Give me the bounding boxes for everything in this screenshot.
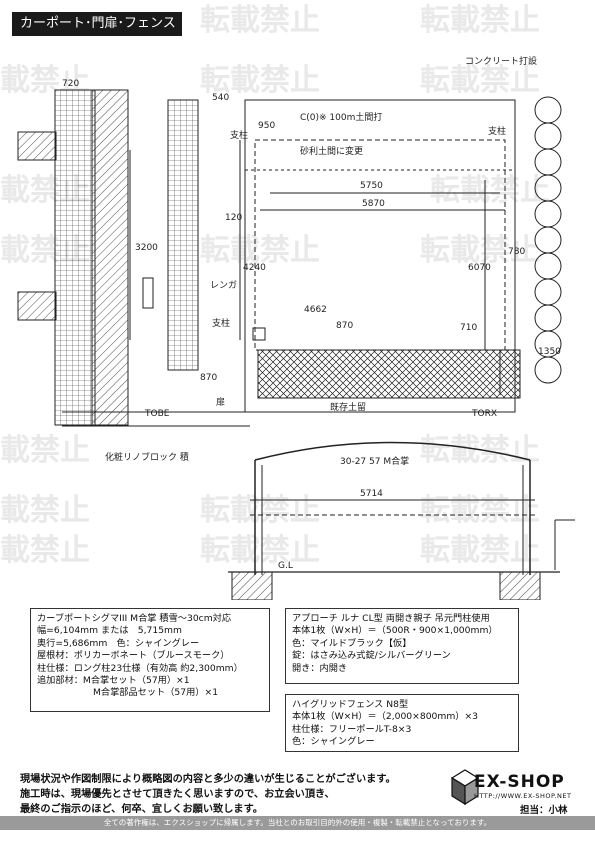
dim-4662: 4662 [304, 305, 327, 315]
dim-870-b: 870 [200, 373, 217, 383]
gate-post [142, 277, 154, 309]
label-existing-earth: 既存土留 [330, 401, 366, 413]
dim-side-top: 30-27 57 M合掌 [340, 455, 409, 467]
center-pole-block [167, 99, 199, 371]
label-support-lower: 支柱 [212, 317, 230, 329]
approach-spec-line: 色：マイルドブラック【仮】 [292, 637, 412, 649]
page-title: カーポート･門扉･フェンス [12, 12, 182, 36]
label-gl: G.L [278, 561, 293, 571]
left-block-wall [54, 89, 96, 426]
dim-1350: 1350 [538, 347, 561, 357]
label-gate: 扉 [216, 396, 225, 408]
brand-url: HTTP://WWW.EX-SHOP.NET [474, 792, 572, 800]
notice-line: 現場状況や作図制限により概略図の内容と多少の違いが生じることがございます。 [20, 774, 396, 785]
carport-spec-line: 幅=6,104mm または 5,715mm [37, 625, 182, 637]
label-brick: レンガ [210, 280, 237, 291]
carport-spec-line: 奥行=5,686mm 色：シャイングレー [37, 637, 200, 649]
fence-spec-box: ハイグリッドフェンス N8型 本体1枚（W×H）＝（2,000×800mm）×3… [285, 694, 519, 752]
fence-spec-line: 柱仕様：フリーポールT-8×3 [292, 723, 412, 735]
dim-4240: 4240 [243, 263, 266, 273]
fence-elevation [554, 519, 575, 570]
notice-line: 最終のご指示のほど、何卒、宜しくお願い致します。 [20, 804, 263, 815]
site-plan-drawing: コンクリート打設 C(0)※ 100m土間打 砂利土間に変更 支柱 支柱 レンガ… [17, 55, 575, 600]
copyright-footer: 全ての著作権は、エクスショップに帰属します。当社とのお取引目的外の使用・複製・転… [0, 816, 595, 830]
carport-roof-arc [254, 441, 531, 461]
dim-540: 540 [212, 93, 229, 103]
dim-780: 780 [508, 247, 525, 257]
right-hedge [534, 96, 562, 384]
dim-870-a: 870 [336, 321, 353, 331]
carport-spec-box: カーブポートシグマIII M合掌 積雪～30cm対応 幅=6,104mm または… [30, 608, 270, 712]
approach-spec-line: アプローチ ルナ CL型 両開き親子 吊元門柱使用 [292, 613, 490, 624]
bottom-hatched-strip [257, 349, 521, 399]
carport-spec-line: カーブポートシグマIII M合掌 積雪～30cm対応 [37, 613, 232, 624]
carport-spec-line: 屋根材：ポリカーボネート（ブルースモーク） [37, 650, 230, 662]
label-torx: TORX [471, 409, 497, 419]
carport-outline [254, 139, 506, 351]
dim-720: 720 [62, 79, 79, 89]
label-support-left: 支柱 [230, 129, 248, 141]
label-block: 化粧リノブロック 積 [105, 451, 189, 463]
brand-name: EX-SHOP [474, 772, 565, 792]
dim-950: 950 [258, 121, 275, 131]
notice-line: 施工時は、現場優先とさせて頂きたく思いますので、お立会い頂き、 [20, 789, 335, 800]
left-hatched-ground-2 [17, 291, 57, 321]
label-support-right: 支柱 [488, 125, 506, 137]
staff-name: 担当：小林 [520, 805, 568, 816]
dim-5870: 5870 [362, 199, 385, 209]
watermark-2: 転載禁止 [420, 3, 540, 38]
left-dense-hedge [91, 89, 129, 426]
carport-spec-line: M合掌部品セット（57用）×1 [93, 687, 219, 699]
label-concrete-pour: C(0)※ 100m土間打 [300, 111, 382, 123]
dim-5750: 5750 [360, 181, 383, 191]
fence-spec-line: 本体1枚（W×H）＝（2,000×800mm）×3 [292, 711, 479, 723]
approach-spec-line: 本体1枚（W×H）＝（500R・900×1,000mm） [292, 625, 498, 637]
right-footing [499, 571, 541, 600]
dim-3200: 3200 [135, 243, 158, 253]
ex-shop-logo [450, 769, 480, 806]
watermark-1: 転載禁止 [200, 3, 320, 38]
label-existing-fix: 砂利土間に変更 [300, 145, 363, 157]
dim-side-width: 5714 [360, 489, 383, 499]
label-tobe: TOBE [144, 409, 170, 419]
label-concrete: コンクリート打設 [465, 55, 537, 67]
dim-6070: 6070 [468, 263, 491, 273]
approach-spec-box: アプローチ ルナ CL型 両開き親子 吊元門柱使用 本体1枚（W×H）＝（500… [285, 608, 519, 684]
dim-710: 710 [460, 323, 477, 333]
dim-120: 120 [225, 213, 242, 223]
fence-spec-line: 色：シャイングレー [292, 736, 375, 748]
site-notice: 現場状況や作図制限により概略図の内容と多少の違いが生じることがございます。 施工… [20, 772, 460, 817]
approach-spec-line: 開き：内開き [292, 662, 348, 674]
carport-spec-line: 追加部材：M合掌セット（57用）×1 [37, 675, 190, 687]
fence-spec-line: ハイグリッドフェンス N8型 [292, 699, 409, 710]
left-hatched-ground [17, 131, 57, 161]
carport-spec-line: 柱仕様：ロング柱23仕様（有効高 約2,300mm） [37, 662, 243, 674]
left-footing [231, 571, 273, 600]
support-post [252, 327, 266, 341]
approach-spec-line: 錠：はさみ込み式錠/シルバーグリーン [292, 650, 451, 662]
